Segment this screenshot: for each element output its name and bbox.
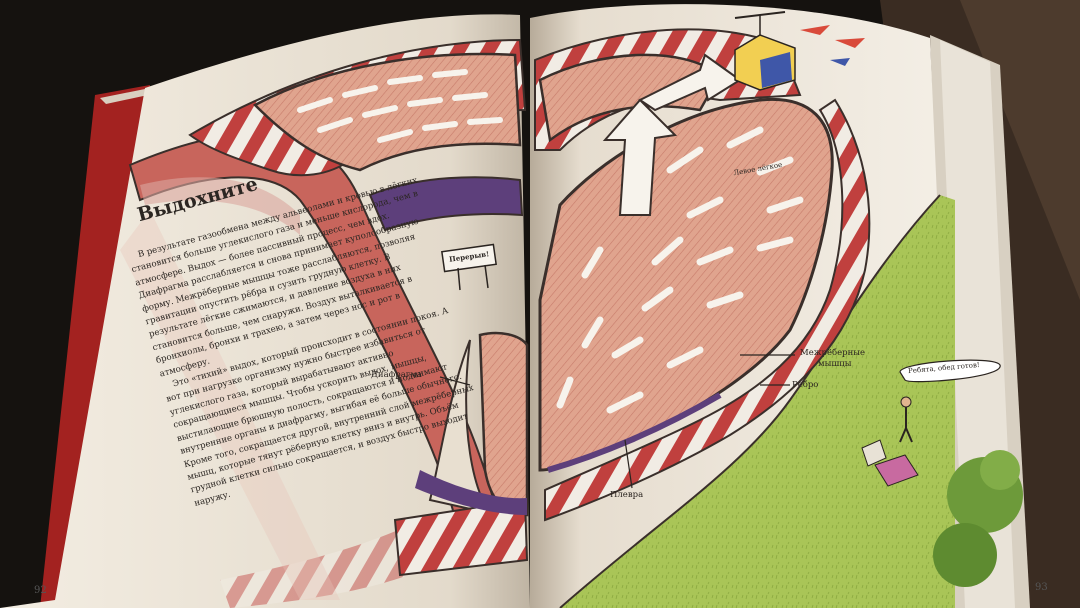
- speech-bubble: [899, 359, 1001, 383]
- label-pleura: Плевра: [610, 490, 644, 500]
- grass-hill: [560, 195, 955, 608]
- airflow-arrows-right: [556, 126, 804, 414]
- birdhouse-icon: [734, 11, 796, 91]
- pleura-band: [368, 176, 524, 232]
- page-number-left: 92: [34, 585, 47, 596]
- page-number-right: 93: [1035, 582, 1048, 593]
- tiny-figure: [899, 396, 913, 443]
- label-intercostal-2: мышцы: [818, 359, 852, 369]
- break-sign: [441, 243, 497, 291]
- label-diaphragm: Диафрагма: [371, 370, 422, 380]
- label-rib: Ребро: [792, 380, 819, 390]
- label-intercostal-1: Межрёберные: [800, 348, 866, 358]
- trachea-arrow: [602, 98, 678, 216]
- tree-icon: [933, 523, 997, 587]
- left-page: [0, 14, 530, 608]
- picnic-blanket: [874, 454, 919, 487]
- airflow-arrows-left: [297, 69, 503, 143]
- rib-band: [544, 98, 871, 522]
